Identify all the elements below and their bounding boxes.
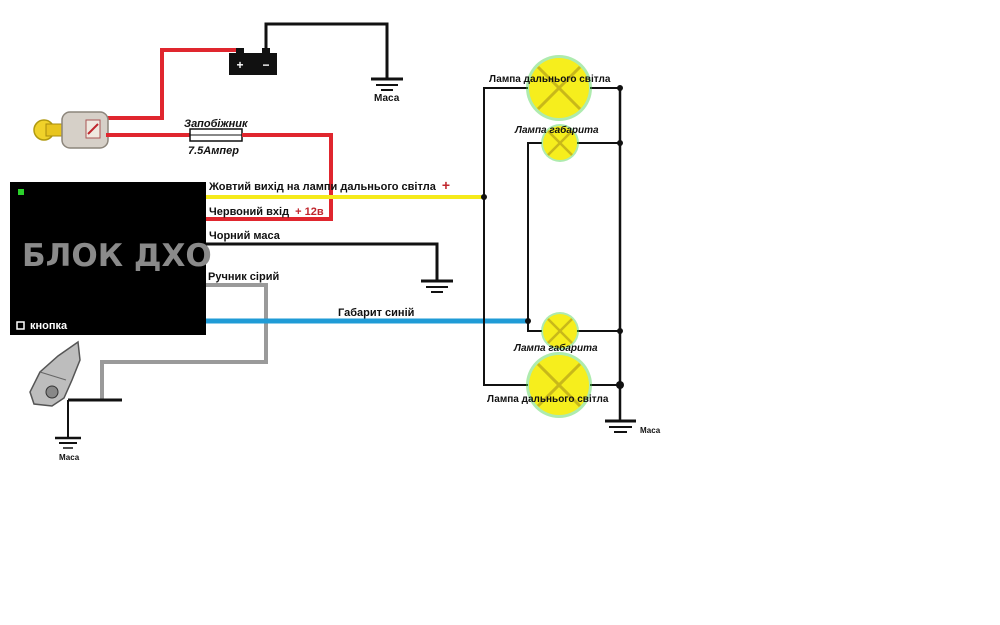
- ground-symbol-handbrake: [55, 436, 81, 449]
- ignition-switch[interactable]: [33, 111, 109, 149]
- junction-gnd-2: [617, 140, 623, 146]
- junction-blue: [525, 318, 531, 324]
- high-beam-feed-wire: [483, 87, 528, 386]
- lamp-label-high-beam-top: Лампа дальнього світла: [489, 74, 611, 85]
- ground-label-handbrake: Маса: [59, 453, 80, 462]
- drl-block: БЛОК ДХО кнопка: [10, 182, 212, 335]
- junction-gnd-3: [617, 328, 623, 334]
- handbrake-lever: [29, 340, 81, 407]
- lamp-label-parking-top: Лампа габарита: [514, 124, 599, 136]
- junction-yellow: [481, 194, 487, 200]
- battery-minus: −: [262, 58, 269, 72]
- junction-gnd-4: [616, 381, 624, 389]
- block-title: БЛОК ДХО: [22, 238, 212, 274]
- black-ground-wire: [206, 242, 439, 281]
- block-button-icon[interactable]: [16, 321, 25, 330]
- black-wire-label: Чорний маса: [209, 230, 281, 242]
- yellow-wire-label: Жовтий вихід на лампи дальнього світла +: [208, 177, 450, 193]
- red-wire-to-block: [206, 133, 333, 221]
- grey-wire-label: Ручник сірий: [208, 271, 279, 283]
- parking-lamp-bottom: [541, 312, 579, 350]
- battery-ground-wire: [264, 22, 389, 78]
- ground-symbol-lamps: [605, 419, 636, 433]
- fuse-title: Запобіжник: [184, 118, 249, 130]
- junction-gnd-1: [617, 85, 623, 91]
- high-beam-lamp-bottom: [526, 352, 592, 418]
- parking-lamp-top: [541, 124, 579, 162]
- parking-feed-wire: [527, 142, 542, 332]
- ground-label-battery: Маса: [374, 93, 400, 104]
- battery-red-wire: [106, 48, 236, 120]
- lamp-label-parking-bottom: Лампа габарита: [513, 342, 598, 354]
- battery: + −: [229, 48, 277, 75]
- block-button-label[interactable]: кнопка: [30, 320, 68, 332]
- red-wire-label: Червоний вхід + 12в: [209, 206, 324, 218]
- battery-plus: +: [236, 58, 243, 72]
- ground-symbol-block: [421, 279, 453, 293]
- blue-wire-label: Габарит синій: [338, 307, 414, 319]
- ground-symbol-battery: [371, 77, 403, 91]
- grey-handbrake-wire: [100, 283, 268, 400]
- lamp-label-high-beam-bottom: Лампа дальнього світла: [487, 394, 609, 405]
- fuse: [189, 128, 243, 142]
- ground-label-lamps: Маса: [640, 426, 661, 435]
- high-beam-lamp-top: [526, 55, 592, 121]
- fuse-rating: 7.5Ампер: [188, 145, 239, 157]
